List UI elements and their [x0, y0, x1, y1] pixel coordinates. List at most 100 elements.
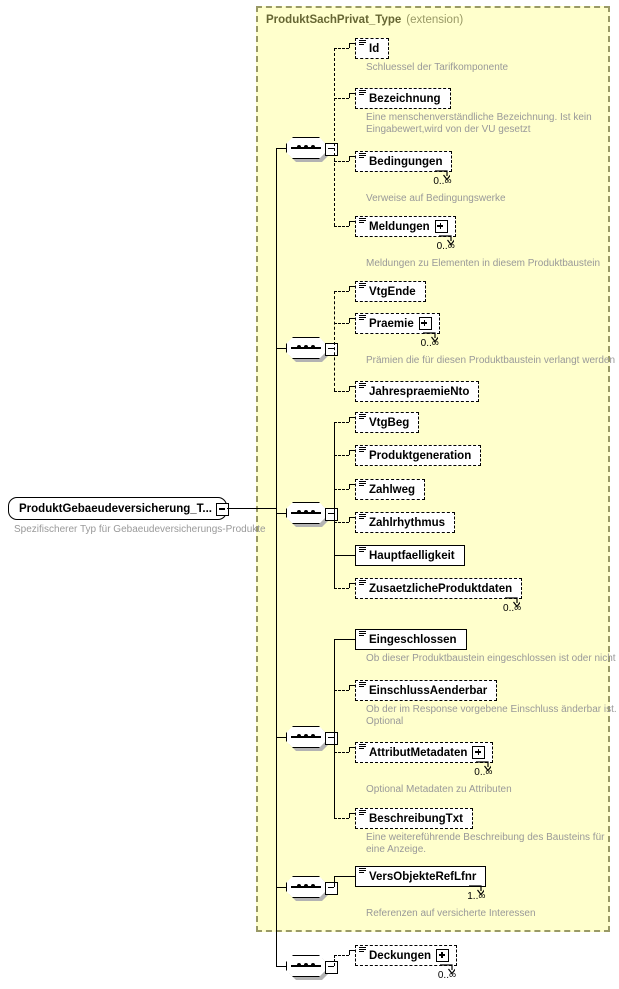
- sequence-group-3-compositor[interactable]: [286, 502, 329, 527]
- element-description: Eine menschenverständliche Bezeichnung. …: [366, 112, 592, 123]
- element-attributes-icon: [359, 868, 366, 874]
- element-node-id[interactable]: Id: [355, 38, 390, 59]
- sequence-group-2-hook-0: [349, 286, 350, 291]
- element-attributes-icon: [359, 218, 366, 224]
- sequence-group-2-hook-2: [349, 386, 350, 391]
- element-label: Eingeschlossen: [369, 634, 457, 646]
- sequence-dot: [310, 144, 315, 149]
- sequence-group-2-hook-top-1: [349, 318, 355, 319]
- element-label: Meldungen: [369, 221, 430, 233]
- element-node-bezeichnung[interactable]: Bezeichnung: [355, 88, 451, 109]
- sequence-dot: [297, 144, 302, 149]
- sequence-group-3-leg-3: [334, 522, 349, 523]
- trunk-vertical-line: [276, 148, 277, 966]
- extension-title: ProduktSachPrivat_Type (extension): [266, 14, 463, 26]
- expand-plus-icon[interactable]: [418, 317, 432, 330]
- element-node-zahlrhythmus[interactable]: Zahlrhythmus: [355, 512, 456, 533]
- cardinality-label: 0..∞: [437, 970, 457, 981]
- element-label: JahrespraemieNto: [369, 386, 470, 398]
- element-description: Optional Metadaten zu Attributen: [366, 784, 512, 795]
- sequence-group-4-hook-top-1: [349, 685, 355, 686]
- element-attributes-icon: [359, 481, 366, 487]
- sequence-group-1-trunk-connector: [276, 148, 286, 149]
- element-attributes-icon: [359, 810, 366, 816]
- expand-plus-icon[interactable]: [434, 220, 448, 233]
- sequence-dot: [297, 883, 302, 888]
- sequence-group-4-hook-3: [349, 813, 350, 818]
- sequence-dot: [310, 733, 315, 738]
- root-type-node[interactable]: ProduktGebaeudeversicherung_T...: [8, 497, 228, 520]
- extension-type-name: ProduktSachPrivat_Type: [266, 14, 402, 26]
- sequence-dot: [303, 962, 309, 967]
- element-node-praemie[interactable]: Praemie: [355, 313, 440, 334]
- sequence-group-1-compositor[interactable]: [286, 137, 329, 162]
- sequence-group-3-leg-5: [334, 588, 349, 589]
- element-label: Hauptfaelligkeit: [369, 550, 455, 562]
- element-node-eingeschlossen[interactable]: Eingeschlossen: [355, 629, 467, 650]
- repeat-arrow-icon: [422, 330, 439, 343]
- expand-plus-icon[interactable]: [436, 949, 449, 962]
- root-type-label: ProduktGebaeudeversicherung_T...: [19, 503, 213, 515]
- expand-plus-icon[interactable]: [472, 746, 486, 759]
- element-node-zusaetzlicheproduktdaten[interactable]: ZusaetzlicheProduktdaten: [355, 578, 523, 599]
- element-node-vtgende[interactable]: VtgEnde: [355, 281, 426, 302]
- repeat-arrow-icon: [468, 883, 486, 896]
- element-node-zahlweg[interactable]: Zahlweg: [355, 479, 426, 500]
- sequence-dot: [297, 962, 302, 967]
- sequence-group-4-compositor[interactable]: [286, 726, 329, 751]
- sequence-group-4-leg-1: [334, 690, 349, 691]
- sequence-group-2-compositor[interactable]: [286, 337, 329, 362]
- extension-kind-label: (extension): [406, 14, 464, 26]
- sequence-group-6-leg-0: [334, 955, 349, 956]
- element-node-einschlussaenderbar[interactable]: EinschlussAenderbar: [355, 680, 498, 701]
- element-node-versobjektereflfnr[interactable]: VersObjekteRefLfnr: [355, 866, 487, 887]
- element-node-attributmetadaten[interactable]: AttributMetadaten: [355, 742, 494, 763]
- sequence-group-4-leg-0: [334, 639, 355, 640]
- sequence-group-4-hook-top-2: [349, 747, 355, 748]
- element-attributes-icon: [359, 514, 366, 520]
- sequence-dot: [310, 509, 315, 514]
- sequence-group-2-hook-top-0: [349, 286, 355, 287]
- sequence-group-5-collapse-minus-icon[interactable]: [325, 881, 338, 895]
- repeat-arrow-icon: [439, 962, 456, 975]
- sequence-group-4-collapse-minus-icon[interactable]: [325, 731, 338, 745]
- sequence-group-6-collapse-minus-icon[interactable]: [325, 960, 338, 974]
- element-description: Schluessel der Tarifkomponente: [366, 62, 509, 73]
- sequence-group-6-compositor[interactable]: [286, 955, 329, 980]
- element-description: Verweise auf Bedingungswerke: [366, 193, 506, 204]
- sequence-group-2-hook-top-2: [349, 386, 355, 387]
- sequence-group-4-hook-2: [349, 747, 350, 752]
- element-attributes-icon: [359, 414, 366, 420]
- sequence-group-5-compositor[interactable]: [286, 876, 329, 901]
- cardinality-label: 0..∞: [503, 603, 522, 614]
- element-node-jahrespraemiento[interactable]: JahrespraemieNto: [355, 381, 480, 402]
- element-node-deckungen[interactable]: Deckungen: [355, 945, 457, 966]
- sequence-group-3-hook-3: [349, 517, 350, 522]
- element-attributes-icon: [359, 90, 366, 96]
- element-node-produktgeneration[interactable]: Produktgeneration: [355, 445, 482, 466]
- element-node-hauptfaelligkeit[interactable]: Hauptfaelligkeit: [355, 545, 465, 566]
- sequence-group-3-hook-top-2: [349, 484, 355, 485]
- element-label: VersObjekteRefLfnr: [369, 871, 477, 883]
- sequence-group-2-hook-1: [349, 318, 350, 323]
- sequence-group-4-trunk-connector: [276, 737, 286, 738]
- sequence-dot: [310, 344, 315, 349]
- element-node-vtgbeg[interactable]: VtgBeg: [355, 412, 420, 433]
- element-label: Deckungen: [369, 950, 431, 962]
- root-collapse-minus-icon[interactable]: [216, 503, 230, 516]
- sequence-group-1-collapse-minus-icon[interactable]: [325, 142, 338, 156]
- sequence-group-3-collapse-minus-icon[interactable]: [325, 507, 338, 521]
- element-label: BeschreibungTxt: [369, 813, 463, 825]
- element-label: Produktgeneration: [369, 450, 472, 462]
- element-node-beschreibungtxt[interactable]: BeschreibungTxt: [355, 808, 473, 829]
- element-label: Zahlweg: [369, 484, 416, 496]
- element-attributes-icon: [359, 744, 366, 750]
- element-label: ZusaetzlicheProduktdaten: [369, 583, 513, 595]
- element-description: Prämien die für diesen Produktbaustein v…: [366, 355, 616, 366]
- element-attributes-icon: [359, 682, 366, 688]
- sequence-group-1-hook-top-2: [349, 156, 355, 157]
- sequence-group-2-collapse-minus-icon[interactable]: [325, 342, 338, 356]
- element-label: VtgEnde: [369, 286, 416, 298]
- repeat-arrow-icon: [438, 233, 455, 246]
- cardinality-label: 0..∞: [474, 767, 493, 778]
